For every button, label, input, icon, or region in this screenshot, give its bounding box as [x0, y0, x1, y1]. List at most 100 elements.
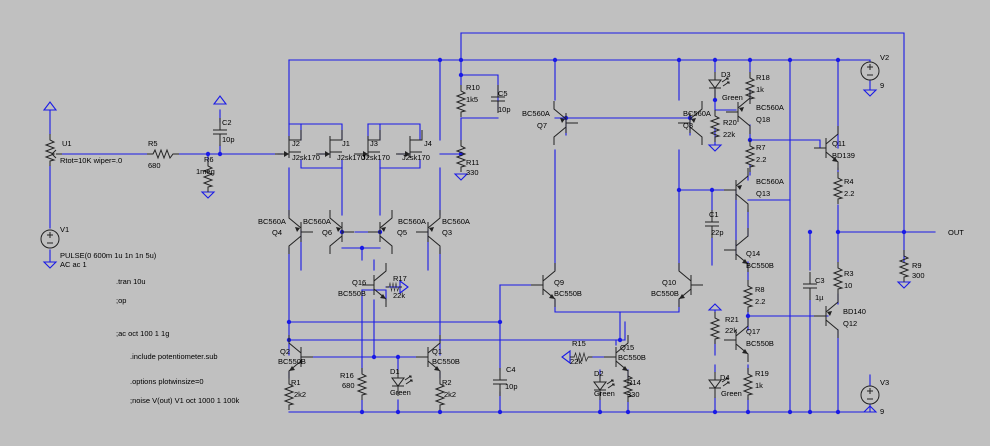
resistor-r20[interactable]: [710, 109, 720, 143]
transistor-q6[interactable]: [329, 209, 355, 255]
label-q15-ref: Q15: [620, 343, 634, 352]
label-q15-value: BC550B: [618, 353, 646, 362]
label-r6-ref: R6: [204, 155, 214, 164]
label-q11-value: BD139: [832, 151, 855, 160]
transistor-q9[interactable]: [530, 262, 556, 308]
label-c1-value: 22p: [711, 228, 724, 237]
ground-symbols: [43, 89, 911, 413]
label-q14-value: BC550B: [746, 261, 774, 270]
junctions: [205, 57, 907, 415]
resistor-r8[interactable]: [743, 279, 753, 313]
input-terminal-icon: [42, 101, 58, 111]
label-j2-value: J2sk170: [292, 153, 320, 162]
label-c5-value: 10p: [498, 105, 511, 114]
label-q17-ref: Q17: [746, 327, 760, 336]
label-r20-ref: R20: [723, 118, 737, 127]
label-j2-ref: J2: [292, 139, 300, 148]
label-q12-value: BD140: [843, 307, 866, 316]
label-r17-ref: R17: [393, 274, 407, 283]
voltage-source-v2[interactable]: [860, 61, 880, 81]
component-labels: U1 Rtot=10K wiper=.0 V1 PULSE(0 600m 1u …: [60, 53, 964, 416]
label-r10-ref: R10: [466, 83, 480, 92]
resistor-r3[interactable]: [833, 261, 843, 295]
potentiometer-u1[interactable]: [45, 133, 62, 167]
label-r6-value: 1meg: [196, 167, 215, 176]
directive-tran: .tran 10u: [116, 277, 146, 286]
resistor-r16[interactable]: [357, 367, 367, 401]
directive-ac: ;ac oct 100 1 1g: [116, 329, 169, 338]
label-q8-value: BC560A: [683, 109, 711, 118]
voltage-source-v3[interactable]: [860, 385, 880, 405]
label-q16-ref: Q16: [352, 278, 366, 287]
resistor-r6[interactable]: [203, 159, 213, 193]
label-v2-ref: V2: [880, 53, 889, 62]
resistor-r18[interactable]: [745, 71, 755, 105]
label-r18-ref: R18: [756, 73, 770, 82]
label-r5-ref: R5: [148, 139, 158, 148]
label-r4-ref: R4: [844, 177, 854, 186]
c2-terminal-icon: [212, 95, 228, 105]
label-v3-ref: V3: [880, 378, 889, 387]
label-q3-value: BC560A: [442, 217, 470, 226]
transistor-q10[interactable]: [678, 262, 704, 308]
voltage-source-v1[interactable]: [40, 229, 60, 249]
label-q13-value: BC560A: [756, 177, 784, 186]
label-q10-value: BC550B: [651, 289, 679, 298]
label-d2-ref: D2: [594, 369, 604, 378]
label-r14-ref: R14: [627, 378, 641, 387]
label-q9-ref: Q9: [554, 278, 564, 287]
label-r20-value: 22k: [723, 130, 735, 139]
label-r1-value: 2k2: [294, 390, 306, 399]
label-r16-value: 680: [342, 381, 355, 390]
label-q1-value: BC550B: [432, 357, 460, 366]
resistor-r7[interactable]: [745, 139, 755, 173]
label-j3-value: J2sk170: [362, 153, 390, 162]
resistor-r9[interactable]: [899, 249, 909, 283]
label-q5-value: BC560A: [398, 217, 426, 226]
label-r8-ref: R8: [755, 285, 765, 294]
label-q7-value: BC560A: [522, 109, 550, 118]
transistor-q7[interactable]: [553, 100, 579, 146]
label-v3-value: 9: [880, 407, 884, 416]
label-r7-ref: R7: [756, 143, 766, 152]
label-r9-ref: R9: [912, 261, 922, 270]
label-u1-value: Rtot=10K wiper=.0: [60, 156, 122, 165]
label-q1-ref: Q1: [432, 347, 442, 356]
label-q2-value: BC550B: [278, 357, 306, 366]
transistor-q11[interactable]: [813, 125, 839, 171]
label-q12-ref: Q12: [843, 319, 857, 328]
label-c1-ref: C1: [709, 210, 719, 219]
label-q17-value: BC550B: [746, 339, 774, 348]
label-c2-ref: C2: [222, 118, 232, 127]
directive-op: ;op: [116, 296, 126, 305]
label-q14-ref: Q14: [746, 249, 760, 258]
label-q6-ref: Q6: [322, 228, 332, 237]
resistor-r21[interactable]: [710, 311, 720, 345]
label-q7-ref: Q7: [537, 121, 547, 130]
resistor-r10[interactable]: [456, 84, 466, 118]
label-q4-ref: Q4: [272, 228, 282, 237]
label-v1-value2: AC ac 1: [60, 260, 87, 269]
label-r2-value: 2k2: [444, 390, 456, 399]
resistor-r19[interactable]: [743, 367, 753, 401]
label-c5-ref: C5: [498, 89, 508, 98]
resistor-r4[interactable]: [833, 171, 843, 205]
spice-directives: .tran 10u ;op ;ac oct 100 1 1g .include …: [116, 277, 239, 405]
resistor-r5[interactable]: [146, 149, 180, 159]
label-r2-ref: R2: [442, 378, 452, 387]
transistor-q5[interactable]: [367, 209, 393, 255]
r15-terminal-icon: [561, 349, 571, 365]
label-v2-value: 9: [880, 81, 884, 90]
label-c4-ref: C4: [506, 365, 516, 374]
label-d3-value: Green: [722, 93, 743, 102]
label-q6-value: BC560A: [303, 217, 331, 226]
label-r3-value: 10: [844, 281, 852, 290]
label-d4-value: Green: [721, 389, 742, 398]
resistor-r11[interactable]: [456, 139, 466, 173]
label-q2-ref: Q2: [280, 347, 290, 356]
label-q18-ref: Q18: [756, 115, 770, 124]
label-j4-ref: J4: [424, 139, 432, 148]
label-r19-ref: R19: [755, 369, 769, 378]
label-r9-value: 300: [912, 271, 925, 280]
transistor-q17[interactable]: [723, 317, 749, 363]
